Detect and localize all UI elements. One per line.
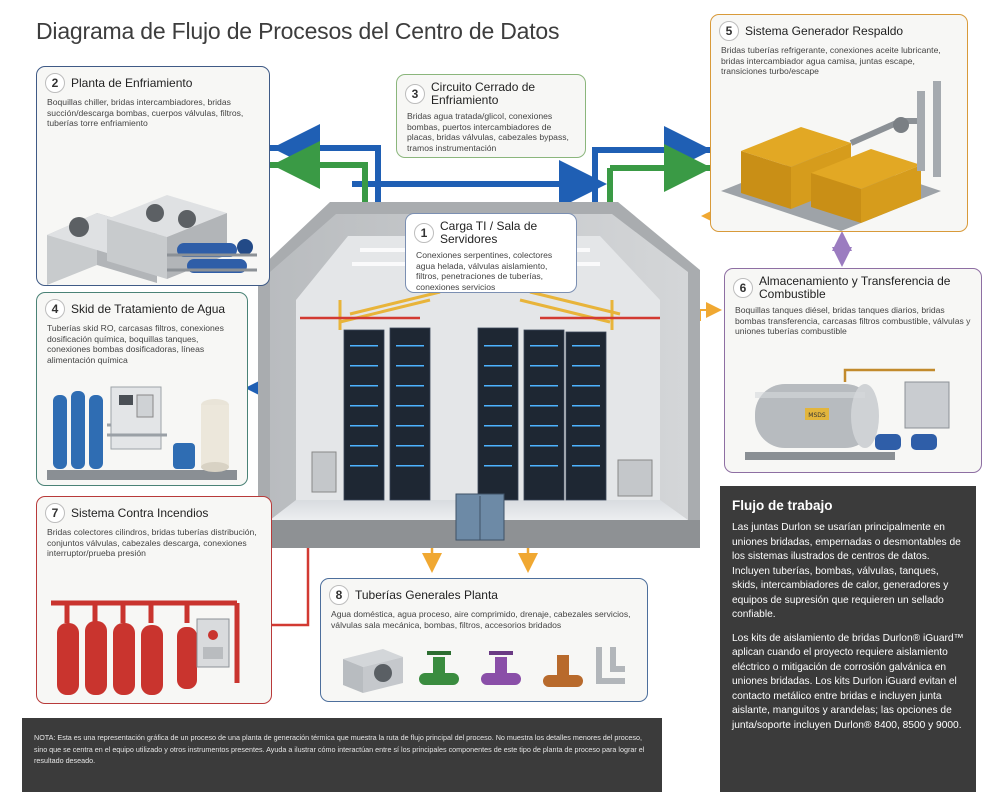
step-number: 1	[414, 223, 434, 243]
card-title: Tuberías Generales Planta	[355, 587, 498, 602]
plant-piping-card: 8 Tuberías Generales Planta Agua domésti…	[320, 578, 648, 702]
cooling-plant-card: 2 Planta de Enfriamiento Boquillas chill…	[36, 66, 270, 286]
step-number: 8	[329, 585, 349, 605]
card-description: Conexiones serpentines, colectores agua …	[416, 250, 553, 292]
card-description: Boquillas tanques diésel, bridas tanques…	[735, 305, 971, 337]
card-description: Bridas agua tratada/glicol, conexiones b…	[407, 111, 569, 153]
card-description: Agua doméstica, agua proceso, aire compr…	[331, 609, 631, 630]
backup-generator-card: 5 Sistema Generador Respaldo Bridas tube…	[710, 14, 968, 232]
card-description: Bridas colectores cilindros, bridas tube…	[47, 527, 257, 559]
page-title: Diagrama de Flujo de Procesos del Centro…	[36, 18, 560, 44]
water-treatment-card: 4 Skid de Tratamiento de Agua Tuberías s…	[36, 292, 248, 486]
fire-protection-card: 7 Sistema Contra Incendios Bridas colect…	[36, 496, 272, 704]
card-title: Sistema Generador Respaldo	[745, 23, 904, 38]
card-title: Sistema Contra Incendios	[71, 505, 209, 520]
workflow-panel: Flujo de trabajo Las juntas Durlon se us…	[720, 486, 976, 792]
note-text: NOTA: Esta es una representación gráfica…	[34, 733, 645, 766]
step-number: 5	[719, 21, 739, 41]
valves-illustration	[343, 647, 625, 693]
card-description: Tuberías skid RO, carcasas filtros, cone…	[47, 323, 224, 365]
workflow-paragraph: Las juntas Durlon se usarían principalme…	[732, 522, 961, 620]
card-title: Carga TI / Sala de Servidores	[440, 219, 538, 246]
closed-loop-card: 3 Circuito Cerrado de Enfriamiento Brida…	[396, 74, 586, 158]
fire-protection-illustration	[51, 600, 240, 695]
card-description: Bridas tuberías refrigerante, conexiones…	[721, 45, 941, 77]
generator-illustration	[721, 81, 941, 231]
step-number: 3	[405, 84, 425, 104]
note-panel: NOTA: Esta es una representación gráfica…	[22, 718, 662, 792]
card-title: Circuito Cerrado de Enfriamiento	[431, 80, 536, 107]
water-treatment-illustration	[47, 386, 237, 480]
step-number: 4	[45, 299, 65, 319]
step-number: 2	[45, 73, 65, 93]
tank-label: MSDS	[808, 412, 826, 419]
step-number: 7	[45, 503, 65, 523]
card-title: Planta de Enfriamiento	[71, 75, 193, 90]
card-description: Boquillas chiller, bridas intercambiador…	[47, 97, 244, 129]
card-title: Almacenamiento y Transferencia de Combus…	[759, 274, 951, 301]
card-title: Skid de Tratamiento de Agua	[71, 301, 226, 316]
step-number: 6	[733, 278, 753, 298]
server-room-card: 1 Carga TI / Sala de Servidores Conexion…	[405, 213, 577, 293]
cooling-plant-illustration	[47, 195, 257, 285]
server-hall-illustration	[258, 202, 700, 548]
fuel-storage-card: 6 Almacenamiento y Transferencia de Comb…	[724, 268, 982, 473]
workflow-heading: Flujo de trabajo	[732, 498, 833, 513]
fuel-tank-illustration: MSDS	[745, 368, 950, 460]
workflow-paragraph: Los kits de aislamiento de bridas Durlon…	[732, 632, 964, 731]
